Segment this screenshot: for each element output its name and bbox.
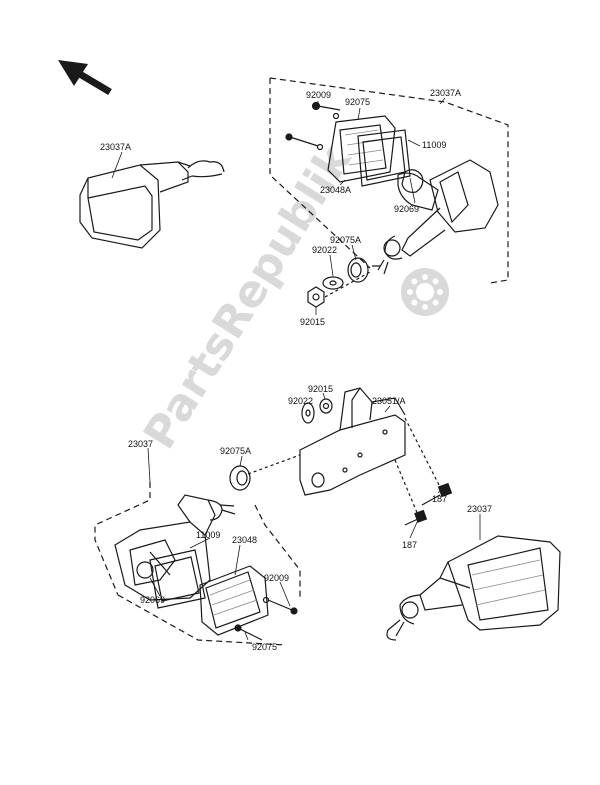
callout-23037-right: 23037 <box>467 504 492 514</box>
gear-icon <box>401 268 449 316</box>
lower-assembly-outline <box>94 482 301 646</box>
callout-92022-top: 92022 <box>312 245 337 255</box>
rear-lens-23048 <box>199 565 269 636</box>
callout-11009-top: 11009 <box>422 140 446 150</box>
bracket-23051a <box>299 387 406 496</box>
grommet-92075a-top <box>347 257 369 283</box>
callout-92075a-top: 92075A <box>330 235 361 245</box>
callout-23037a-left: 23037A <box>100 142 131 152</box>
callout-23048: 23048 <box>232 535 257 545</box>
rear-right-turn-signal <box>386 535 561 641</box>
callout-23048a: 23048A <box>320 185 351 195</box>
callout-92009-bottom: 92009 <box>264 573 289 583</box>
rear-left-turn-signal-housing <box>114 494 236 601</box>
callout-23037a-top: 23037A <box>430 88 461 98</box>
bolt-187 <box>404 482 453 526</box>
callout-92075a-mid: 92075A <box>220 446 251 456</box>
callout-leaders <box>111 97 481 641</box>
nut-92015-mid <box>319 398 333 414</box>
callout-92075-top: 92075 <box>345 97 370 107</box>
callout-187-b: 187 <box>402 540 417 550</box>
washer-92022-top <box>322 276 344 290</box>
front-left-turn-signal <box>79 160 225 249</box>
callout-23051a: 23051/A <box>372 396 406 406</box>
callout-187-a: 187 <box>432 494 447 504</box>
callout-92069-bottom: 92069 <box>140 595 165 605</box>
callout-labels: 23037A 92009 92075 23037A 11009 23048A 9… <box>100 88 492 652</box>
callout-92015-mid: 92015 <box>308 384 333 394</box>
callout-92069-top: 92069 <box>394 204 419 214</box>
watermark-text: PartsRepublik <box>134 135 362 458</box>
front-right-turn-signal-housing <box>372 159 499 275</box>
upper-assembly-outline <box>269 77 509 284</box>
nut-92015-top <box>307 286 325 308</box>
assembly-guide-lines <box>247 271 441 516</box>
screw-92009-top <box>285 101 341 151</box>
callout-92015-top: 92015 <box>300 317 325 327</box>
screw-92009-bottom <box>234 596 298 641</box>
callout-92075-bottom: 92075 <box>252 642 277 652</box>
washer-92022-mid <box>301 402 315 424</box>
callout-23037-left: 23037 <box>128 439 153 449</box>
callout-92022-mid: 92022 <box>288 396 313 406</box>
front-direction-arrow-icon <box>58 60 112 96</box>
callout-11009-bottom: 11009 <box>196 530 220 540</box>
gasket-11009-bottom <box>149 549 206 609</box>
grommet-92075a-mid <box>229 465 251 491</box>
callout-92009-top: 92009 <box>306 90 331 100</box>
